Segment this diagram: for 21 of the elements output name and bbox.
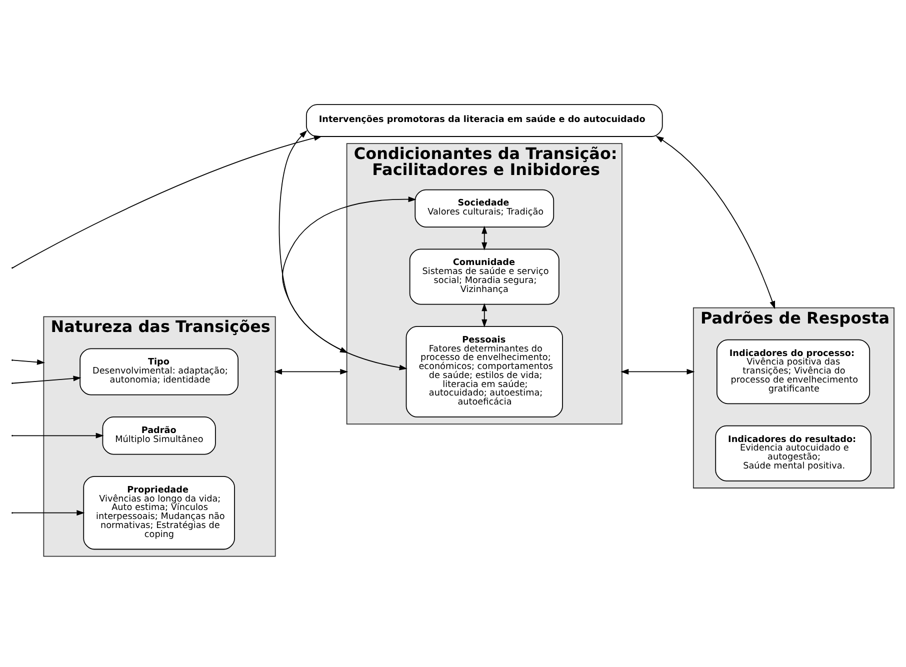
arrow [12, 358, 46, 364]
node-box: Propriedade Vivências ao longo da vida; Auto estima; Vínculos interpessoais; Mudanças não normativas; Estratégias de coping [83, 476, 235, 550]
node-box: Padrão Múltiplo Simultâneo [102, 416, 216, 454]
node-box: Indicadores do resultado: Evidencia autocuidado e autogestão; Saúde mental positiva. [715, 424, 872, 481]
node-box: Indicadores do processo: Vivência positiva das transições; Vivência do processo de envelhecimento gratificante [716, 338, 870, 404]
arrow [620, 368, 695, 374]
arrow [278, 130, 348, 352]
node-box: Tipo Desenvolvimental: adaptação; autonomia; identidade [80, 348, 239, 395]
arrow [12, 134, 322, 268]
node-box: Comunidade Sistemas de saúde e serviço social; Moradia segura; Vizinhança [409, 248, 560, 304]
arrow [12, 510, 85, 516]
node-box: Sociedade Valores culturais; Tradição [414, 188, 554, 227]
arrow [274, 368, 348, 374]
arrow [656, 135, 776, 309]
node-box: Pessoais Fatores determinantes do processo de envelhecimento; económicos; comportamentos de saúde; estilos de vida; literacia em saúde; autocuidado; autoestima; autoeficácia [406, 326, 563, 417]
arrow [282, 196, 416, 370]
arrow [482, 302, 488, 327]
arrow [12, 375, 82, 384]
node-box: Intervenções promotoras da literacia em saúde e do autocuidado [306, 104, 663, 136]
arrow [482, 225, 488, 250]
arrow [12, 432, 104, 438]
